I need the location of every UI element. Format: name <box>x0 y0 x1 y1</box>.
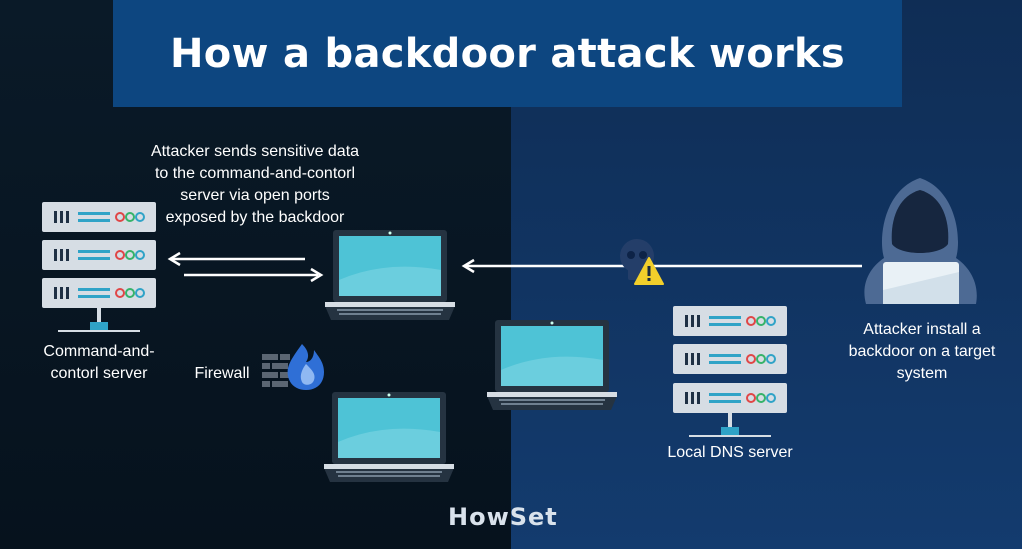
attacker-caption: Attacker install a backdoor on a target … <box>848 321 996 382</box>
brand-logo: HowSet <box>448 503 558 531</box>
command-and-control-caption: Command-and-contorl server <box>43 343 155 382</box>
local-dns-server-icon <box>672 305 788 437</box>
exfiltration-arrow-icon <box>167 251 324 283</box>
infected-laptop-icon <box>325 230 455 320</box>
laptop-icon <box>324 392 454 482</box>
firewall-caption: Firewall <box>194 365 250 382</box>
warning-icon <box>634 257 664 285</box>
title-banner: How a backdoor attack works <box>113 0 902 107</box>
firewall-icon <box>262 344 324 390</box>
laptop-icon <box>487 320 617 410</box>
dns-server-caption: Local DNS server <box>667 444 793 461</box>
exfiltration-caption: Attacker sends sensitive data to the com… <box>150 143 360 226</box>
command-and-control-server-icon <box>41 201 157 332</box>
attack-arrow-icon <box>461 258 862 274</box>
hooded-attacker-icon <box>864 178 977 304</box>
page-title: How a backdoor attack works <box>169 30 846 77</box>
